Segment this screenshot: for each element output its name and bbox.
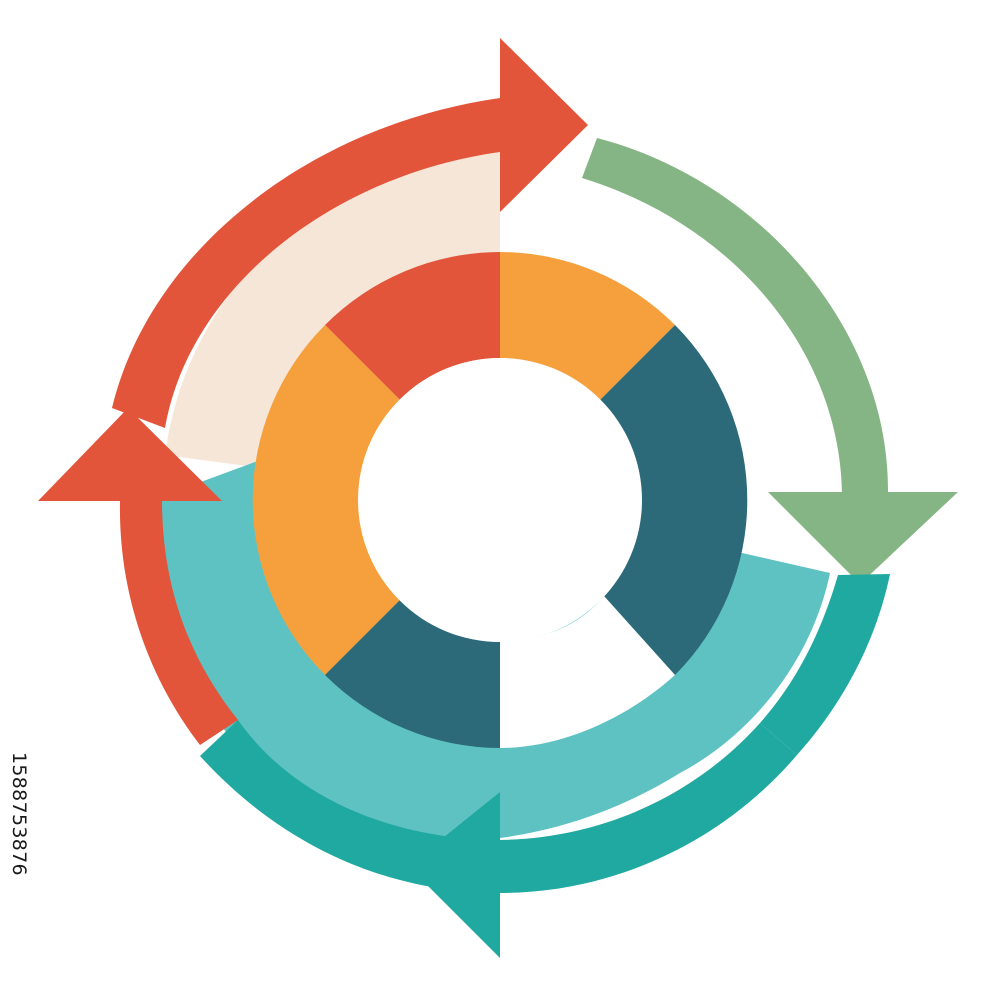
ring-segment-dark-teal-bottom bbox=[325, 600, 500, 748]
red-arrow-left-head bbox=[38, 408, 222, 501]
red-arrow-left-body bbox=[119, 500, 238, 745]
ring-segment-red bbox=[325, 252, 500, 400]
teal-arrow-right bbox=[760, 574, 890, 755]
red-arrow-top-body bbox=[112, 98, 500, 428]
ring-segment-orange-top bbox=[500, 252, 675, 400]
green-arrow-body bbox=[582, 138, 889, 494]
green-arrow-head bbox=[768, 492, 958, 584]
ring-segment-dark-teal-right bbox=[600, 325, 748, 675]
ring-segment-orange-left bbox=[252, 325, 400, 675]
ring-center bbox=[358, 358, 642, 642]
ring-gap bbox=[500, 596, 675, 748]
stock-id-text: 1588753876 bbox=[8, 752, 30, 876]
red-arrow-top-head bbox=[500, 38, 588, 212]
stock-id-label: 1588753876 bbox=[2, 752, 34, 912]
teal-arrow-head bbox=[408, 792, 500, 958]
teal-arrow-body bbox=[200, 720, 797, 893]
